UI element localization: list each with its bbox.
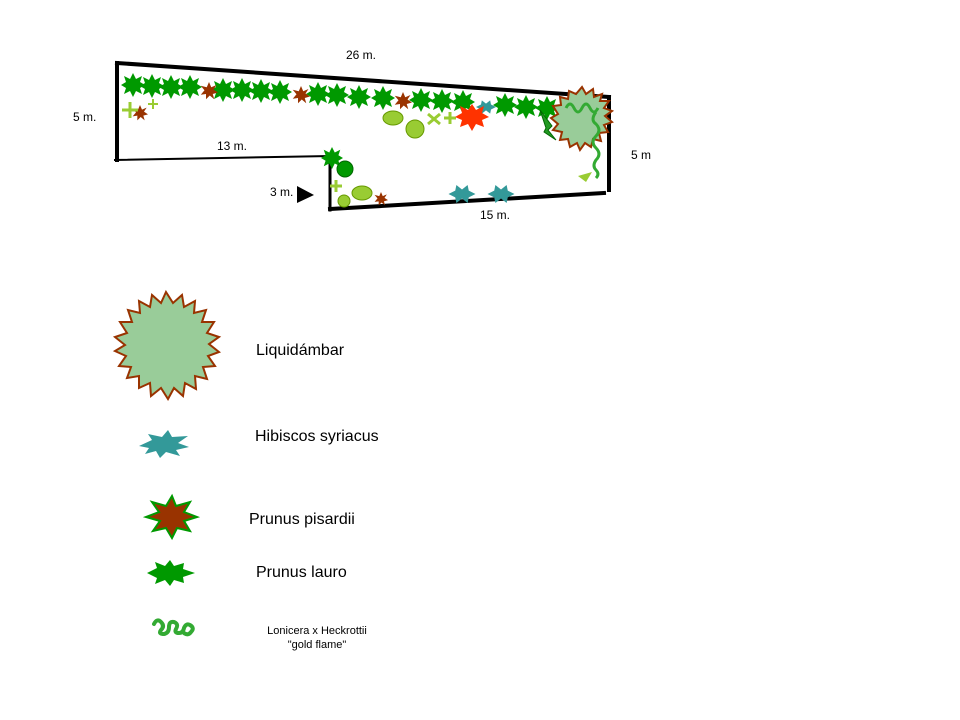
dim-right: 5 m bbox=[631, 148, 651, 162]
legend-hibiscus-symbol bbox=[139, 430, 189, 458]
legend-liquidambar-symbol bbox=[112, 289, 222, 401]
legend-lonicera-line1: Lonicera x Heckrottii bbox=[267, 625, 367, 637]
liquidambar-tree bbox=[549, 85, 615, 182]
legend-prunus-lauro-label: Prunus lauro bbox=[256, 564, 347, 581]
lower-bed-plants bbox=[321, 147, 515, 208]
legend-prunus-pisardii-label: Prunus pisardii bbox=[249, 511, 355, 528]
dim-inner-left: 3 m. bbox=[270, 185, 293, 199]
legend-liquidambar-label: Liquidámbar bbox=[256, 342, 345, 359]
dim-inner-top: 13 m. bbox=[217, 139, 247, 153]
legend-hibiscus-label: Hibiscos syriacus bbox=[255, 428, 379, 445]
arrow-marker bbox=[297, 186, 314, 203]
upper-bed-plants bbox=[122, 99, 557, 141]
legend-prunus-lauro-symbol bbox=[147, 560, 195, 586]
dim-bottom: 15 m. bbox=[480, 208, 510, 222]
dim-top: 26 m. bbox=[346, 48, 376, 62]
legend-lonicera-line2: "gold flame" bbox=[287, 639, 347, 651]
dim-left: 5 m. bbox=[73, 110, 96, 124]
legend-prunus-pisardii-symbol bbox=[142, 493, 201, 541]
legend-lonicera-label: Lonicera x Heckrottii "gold flame" bbox=[247, 624, 387, 652]
legend-lonicera-symbol bbox=[152, 618, 195, 637]
